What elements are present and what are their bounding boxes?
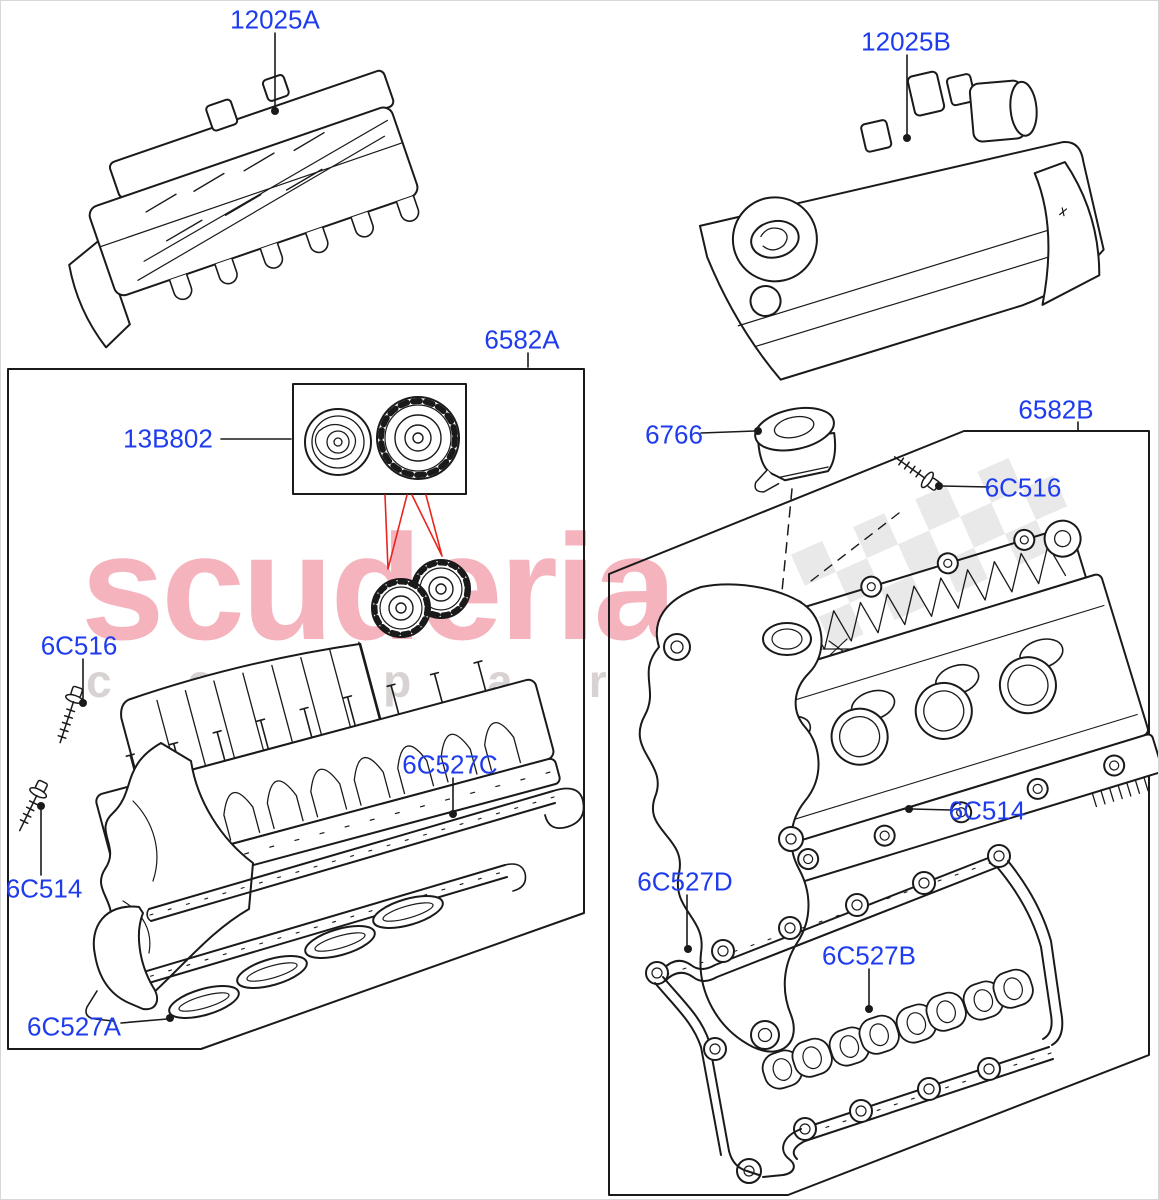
part-label-6582a-box[interactable]: 6582A [484,324,560,355]
part-label-13b802[interactable]: 13B802 [123,423,213,454]
camshaft-cover-left-drawing [95,559,561,998]
part-12025a-drawing [68,69,420,349]
leader-dot-6c527a [166,1014,174,1022]
gasket-6c527a-drawing [168,895,444,1019]
part-label-6c516-right[interactable]: 6C516 [984,472,1062,503]
part-label-12025b[interactable]: 12025B [861,26,951,57]
part-label-6c514-right[interactable]: 6C514 [948,795,1026,826]
leader-line-6c527a [120,1018,168,1024]
gasket-6c527c-drawing [85,787,585,1022]
part-12025b-drawing [698,70,1105,381]
assembly-box-6582b [608,430,1150,1196]
part-label-6c527b[interactable]: 6C527B [822,940,916,971]
leader-dot-6c516-left [79,699,87,707]
leader-line-6c516-right [941,485,990,488]
part-label-12025a[interactable]: 12025A [230,4,320,35]
leader-dot-6766 [754,427,762,435]
leader-dot-6c514-left [37,802,45,810]
part-label-6766[interactable]: 6766 [645,419,703,450]
leader-dot-6c527c [449,810,457,818]
leader-dot-6c516-right [935,482,943,490]
callout-leader-lines [37,32,1079,1024]
red-pointer-wedges [384,494,443,570]
part-6766-cap-drawing [754,406,837,493]
part-label-6c527a[interactable]: 6C527A [27,1011,121,1042]
part-label-6c514-left[interactable]: 6C514 [5,873,83,904]
part-13b802-drawing [292,383,467,495]
bolt-6c514-left-drawing [18,779,48,832]
part-label-6582b-box[interactable]: 6582B [1018,394,1094,425]
leader-dot-6c527b [865,1005,873,1013]
part-label-6c516-left[interactable]: 6C516 [40,630,118,661]
part-label-6c527d[interactable]: 6C527D [637,866,733,897]
leader-dashed-6c516-right [810,512,900,582]
leader-line-6c514-right [911,808,952,811]
camshaft-cover-right-drawing [638,519,1158,1053]
leader-dot-12025a [271,107,279,115]
part-label-6c527c[interactable]: 6C527C [402,749,498,780]
assembly-box-6582a [7,368,585,1050]
leader-line-6766 [700,430,756,434]
leader-dot-6c514-right [905,805,913,813]
leader-dot-12025b [903,134,911,142]
gasket-6c527d-drawing [645,844,1064,1184]
bolt-6c516-left-drawing [57,685,84,744]
bolt-6c516-right-drawing [893,456,941,491]
gasket-6c527b-drawing [761,968,1034,1090]
leader-dot-6c527d [684,945,692,953]
